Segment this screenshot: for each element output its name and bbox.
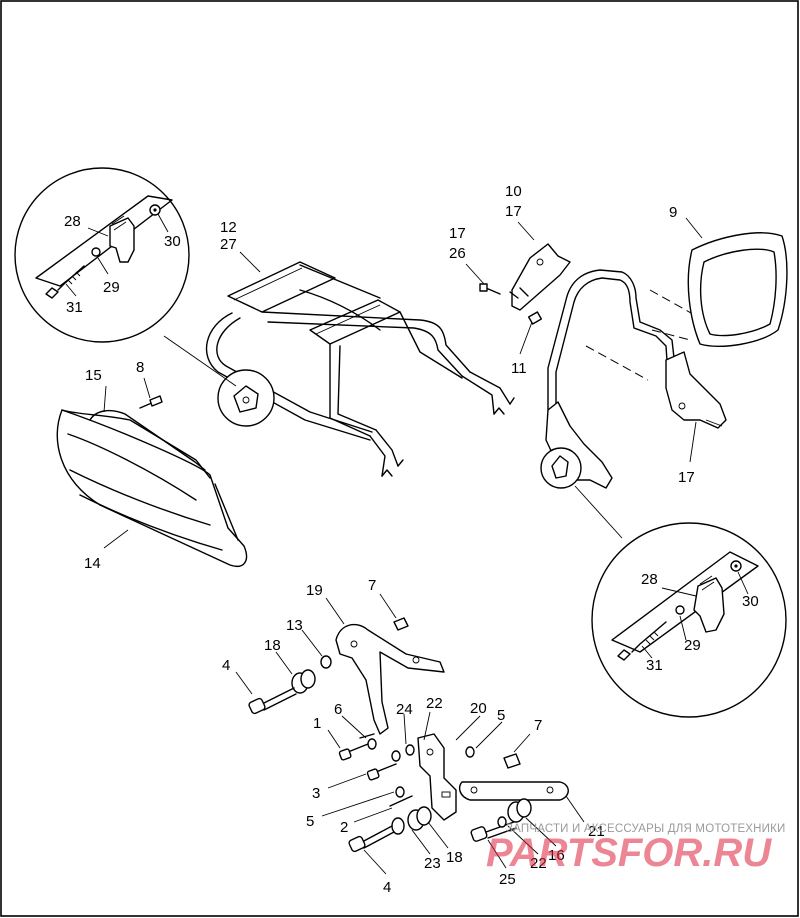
- callout-6: 6: [334, 701, 342, 718]
- callout-11: 11: [511, 360, 527, 377]
- rack-detail-circle: [217, 369, 275, 427]
- callout-7-bottom: 7: [534, 717, 542, 734]
- callout-17-screw: 17: [449, 225, 466, 242]
- callout-24: 24: [396, 701, 413, 718]
- callout-21: 21: [588, 823, 605, 840]
- detail-circle-left: [14, 167, 190, 343]
- watermark: ЗАПЧАСТИ И АКСЕССУАРЫ ДЛЯ МОТОТЕХНИКИ PA…: [486, 823, 786, 875]
- callout-7-top: 7: [368, 577, 376, 594]
- sissy-bar: [540, 269, 727, 489]
- mounting-hardware: [248, 617, 569, 853]
- callout-9: 9: [669, 204, 677, 221]
- callout-labels: 12 27 10 17 9 17 26 28 30 29 31 11 15 8 …: [64, 183, 759, 896]
- backrest-mount-plate: [479, 243, 571, 325]
- callout-4-bottom: 4: [383, 879, 391, 896]
- callout-2: 2: [340, 819, 348, 836]
- callout-14: 14: [84, 555, 101, 572]
- callout-18-bottom: 18: [446, 849, 463, 866]
- callout-17-plate: 17: [505, 203, 522, 220]
- callout-25: 25: [499, 871, 516, 888]
- backrest-pad: [687, 232, 788, 347]
- callout-1: 1: [313, 715, 321, 732]
- callout-29-right: 29: [684, 637, 701, 654]
- callout-23: 23: [424, 855, 441, 872]
- luggage-rack: [205, 261, 515, 477]
- callout-5-right: 5: [497, 707, 505, 724]
- watermark-logo: PARTSFOR.RU: [486, 831, 772, 875]
- callout-12: 12: [220, 219, 237, 236]
- callout-27: 27: [220, 236, 237, 253]
- fender-tip: [56, 395, 248, 567]
- callout-28-right: 28: [641, 571, 658, 588]
- watermark-caption: ЗАПЧАСТИ И АКСЕССУАРЫ ДЛЯ МОТОТЕХНИКИ: [506, 823, 786, 835]
- callout-31-left: 31: [66, 299, 83, 316]
- callout-26: 26: [449, 245, 466, 262]
- callout-30-right: 30: [742, 593, 759, 610]
- leader-lines: [65, 213, 749, 875]
- callout-20: 20: [470, 700, 487, 717]
- callout-16: 16: [548, 847, 565, 864]
- callout-30-left: 30: [164, 233, 181, 250]
- callout-22-top: 22: [426, 695, 443, 712]
- callout-19: 19: [306, 582, 323, 599]
- detail-circle-right: [591, 522, 787, 718]
- callout-8: 8: [136, 359, 144, 376]
- callout-29-left: 29: [103, 279, 120, 296]
- callout-17-bar: 17: [678, 469, 695, 486]
- callout-5-left: 5: [306, 813, 314, 830]
- callout-10: 10: [505, 183, 522, 200]
- callout-18-top: 18: [264, 637, 281, 654]
- callout-22-bottom: 22: [530, 855, 547, 872]
- callout-3: 3: [312, 785, 320, 802]
- callout-13: 13: [286, 617, 303, 634]
- callout-28-left: 28: [64, 213, 81, 230]
- callout-15: 15: [85, 367, 102, 384]
- callout-31-right: 31: [646, 657, 663, 674]
- callout-4-top: 4: [222, 657, 230, 674]
